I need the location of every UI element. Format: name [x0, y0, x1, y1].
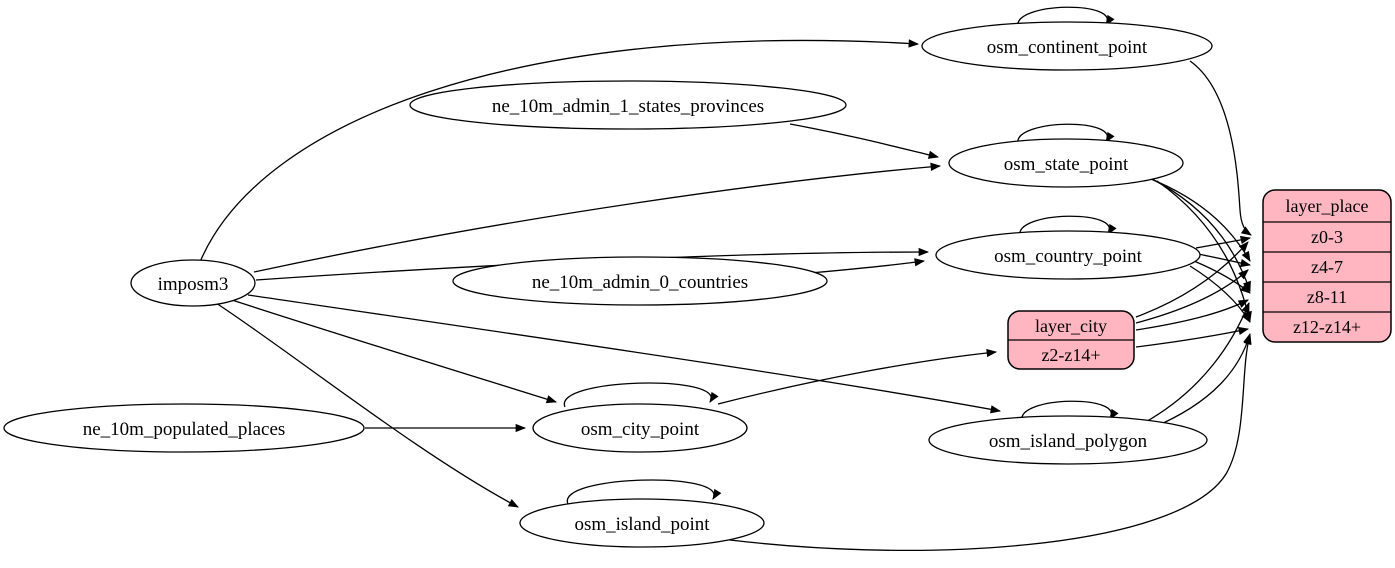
edge-layer_city-to-layer_place:z4-7 — [1135, 269, 1249, 324]
node-osm-city-point-label: osm_city_point — [581, 419, 700, 440]
node-osm-city-point: osm_city_point — [532, 403, 748, 453]
edge-layer_city-to-layer_place:z0-3 — [1135, 241, 1249, 318]
edge-imposm3-to-osm_island_point — [215, 302, 519, 508]
node-ne-10m-populated-places: ne_10m_populated_places — [3, 403, 365, 453]
node-osm-state-point: osm_state_point — [948, 138, 1184, 188]
edge-osm_island_point-to-osm_island_point — [567, 479, 722, 505]
edge-osm_country_point-to-layer_place:z12-z14+ — [1189, 265, 1251, 323]
node-imposm3: imposm3 — [130, 259, 256, 307]
edge-osm_island_polygon-to-layer_place:z12-z14+ — [1151, 333, 1252, 429]
edge-osm_island_point-to-layer_place:z12-z14+ — [691, 333, 1252, 552]
node-osm-continent-point: osm_continent_point — [921, 21, 1213, 71]
edge-osm_continent_point-to-layer_place:z0-3 — [1189, 60, 1252, 236]
node-osm-country-point-label: osm_country_point — [994, 246, 1142, 267]
edge-imposm3-to-osm_state_point — [253, 162, 942, 273]
edge-osm_state_point-to-layer_place:z4-7 — [1145, 176, 1251, 262]
edge-imposm3-to-osm_city_point — [231, 299, 557, 404]
node-osm-continent-point-label: osm_continent_point — [987, 37, 1148, 58]
node-osm-island-point-label: osm_island_point — [574, 514, 710, 535]
edge-osm_island_polygon-to-layer_place:z8-11 — [1141, 302, 1250, 425]
node-ne-10m-populated-places-label: ne_10m_populated_places — [83, 419, 286, 440]
edge-osm_country_point-to-layer_place:z8-11 — [1193, 260, 1251, 294]
edge-osm_state_point-to-osm_state_point — [1017, 123, 1115, 145]
edge-osm_continent_point-to-osm_continent_point — [1017, 6, 1115, 28]
node-ne-10m-admin-1-states-provinces: ne_10m_admin_1_states_provinces — [409, 80, 847, 130]
edge-osm_country_point-to-osm_country_point — [1019, 215, 1117, 237]
node-ne-10m-admin-1-states-provinces-label: ne_10m_admin_1_states_provinces — [492, 96, 764, 117]
layer-place-header: layer_place — [1286, 196, 1369, 216]
edge-imposm3-to-osm_island_polygon — [247, 294, 1002, 414]
edge-ne_10m_admin_0_countries-to-osm_country_point — [809, 258, 926, 274]
edge-osm_country_point-to-layer_place:z0-3 — [1195, 235, 1252, 249]
edge-osm_island_polygon-to-osm_island_polygon — [1021, 400, 1119, 422]
edge-ne_10m_admin_1_states_provinces-to-osm_state_point — [789, 123, 940, 159]
edge-layer — [199, 6, 1252, 552]
edge-osm_city_point-to-osm_city_point — [564, 382, 719, 408]
node-osm-state-point-label: osm_state_point — [1004, 154, 1129, 175]
edge-layer_city-to-layer_place:z8-11 — [1135, 299, 1249, 331]
edge-osm_country_point-to-layer_place:z4-7 — [1197, 253, 1252, 268]
layer-place-row-z4-7: z4-7 — [1311, 257, 1343, 277]
node-osm-country-point: osm_country_point — [935, 230, 1201, 280]
node-layer-city: layer_city z2-z14+ — [1007, 310, 1135, 370]
node-osm-island-polygon-label: osm_island_polygon — [989, 431, 1148, 452]
layer-place-row-z12-z14: z12-z14+ — [1293, 317, 1361, 337]
layer-city-header: layer_city — [1035, 316, 1107, 336]
node-osm-island-point: osm_island_point — [519, 498, 765, 548]
node-layer-place: layer_place z0-3 z4-7 z8-11 z12-z14+ — [1262, 189, 1392, 343]
node-ne-10m-admin-0-countries: ne_10m_admin_0_countries — [452, 256, 828, 306]
edge-imposm3-to-osm_continent_point — [199, 39, 920, 263]
node-imposm3-label: imposm3 — [158, 274, 229, 295]
layer-place-row-z0-3: z0-3 — [1311, 227, 1343, 247]
edge-osm_city_point-to-layer_city — [717, 348, 998, 405]
node-ne-10m-admin-0-countries-label: ne_10m_admin_0_countries — [532, 272, 748, 293]
edge-layer_city-to-layer_place:z12-z14+ — [1135, 326, 1250, 348]
edge-osm_state_point-to-layer_place:z8-11 — [1151, 178, 1251, 292]
layer-city-row-z2-z14: z2-z14+ — [1041, 345, 1100, 365]
node-osm-island-polygon: osm_island_polygon — [928, 415, 1208, 465]
layer-place-row-z8-11: z8-11 — [1307, 287, 1347, 307]
